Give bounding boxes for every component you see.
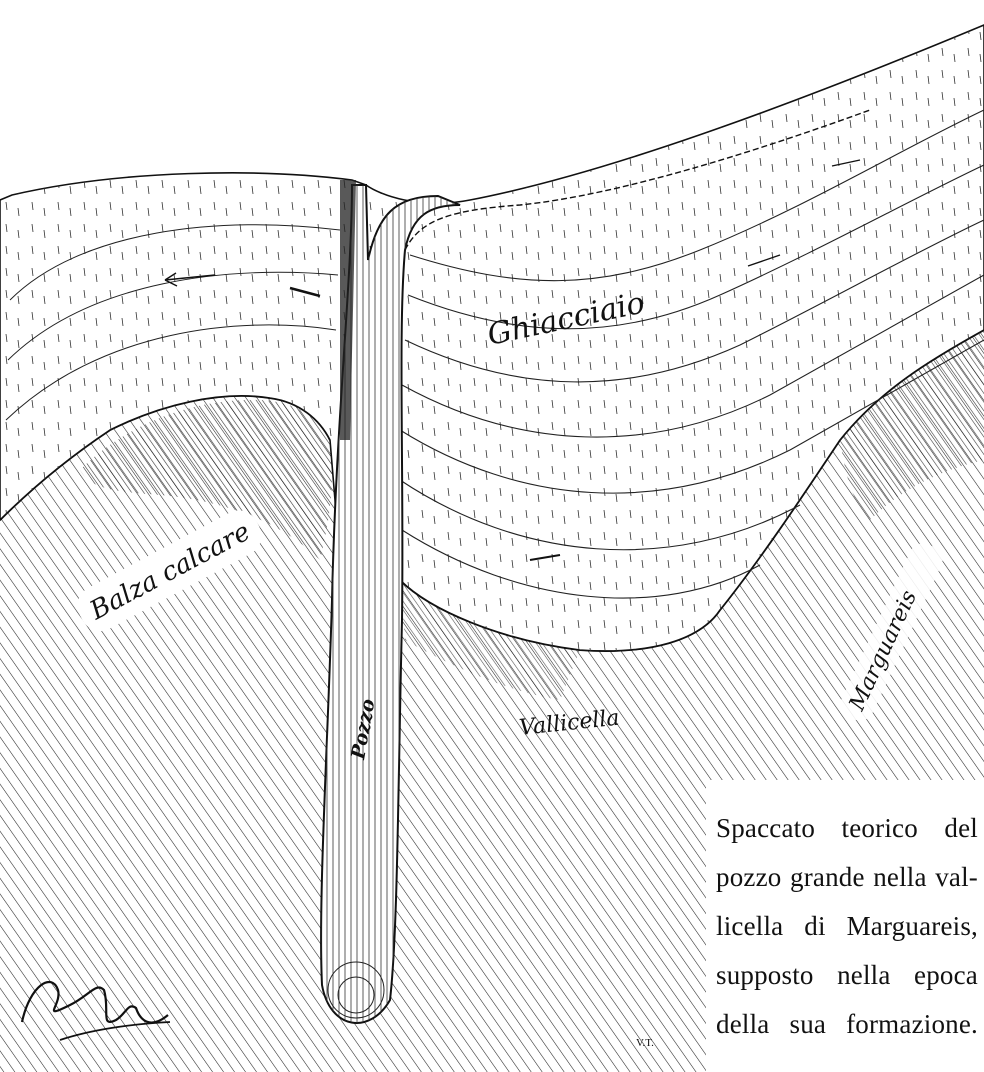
caption-line-4: supposto nella epoca [716,951,978,1000]
caption-line-3: licella di Marguareis, [716,902,978,951]
engraver-initials: V.T. [636,1037,654,1049]
figure-caption: Spaccato teorico del pozzo grande nella … [716,804,978,1049]
caption-line-1: Spaccato teorico del [716,804,978,853]
caption-line-2: pozzo grande nella val- [716,853,978,902]
caption-line-5: della sua formazione. [716,1000,978,1049]
